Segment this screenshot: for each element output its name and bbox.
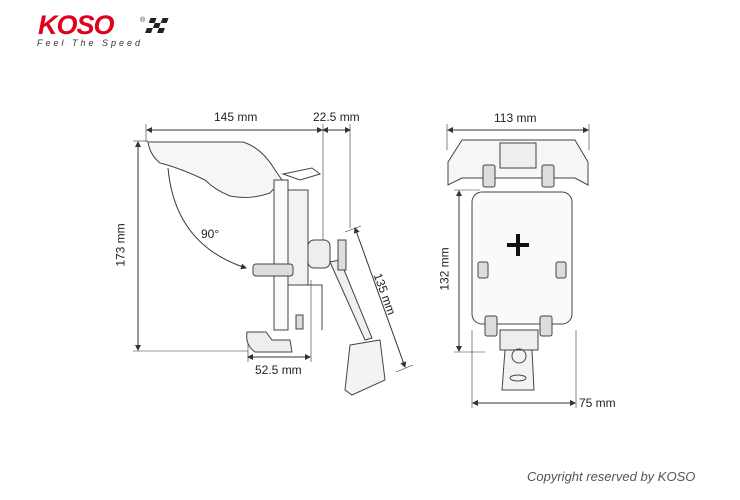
side-view-mount [147, 141, 386, 396]
dimension-22-5mm: 22.5 mm [313, 110, 360, 124]
angle-90-label: 90° [201, 227, 220, 241]
dimension-132mm: 132 mm [437, 247, 452, 291]
front-view-mount [447, 139, 589, 391]
side-dimension-lines [133, 124, 414, 373]
checkered-flag-icon: ® [140, 16, 169, 33]
dimension-145mm: 145 mm [214, 110, 258, 124]
koso-logo: KOSO [38, 10, 115, 40]
dimension-52-5mm: 52.5 mm [255, 363, 302, 377]
plus-mark [507, 234, 529, 256]
dimension-113mm: 113 mm [494, 111, 537, 125]
copyright-notice: Copyright reserved by KOSO [527, 469, 696, 484]
dimension-75mm: 75 mm [579, 396, 616, 410]
svg-text:®: ® [140, 16, 146, 24]
front-dimension-lines [446, 124, 590, 408]
dimension-173mm: 173 mm [113, 223, 128, 267]
brand-tagline: Feel The Speed [37, 38, 144, 48]
